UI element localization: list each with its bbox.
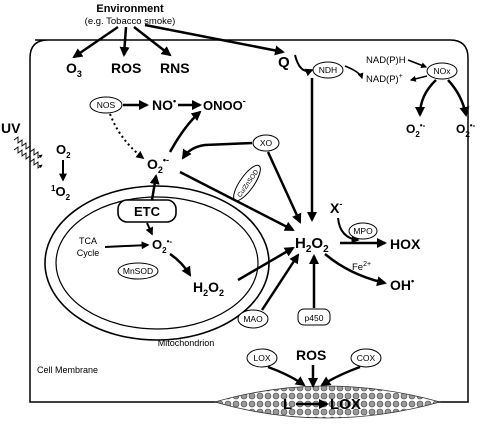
- mao-label: MAO: [243, 314, 263, 324]
- lox-enzyme: [246, 348, 278, 368]
- xo-to-h2o2-arrow: [266, 151, 302, 224]
- uv-wave-2: [13, 146, 43, 169]
- mito-h2o2: H2O2: [193, 279, 224, 298]
- env-arrow-q: [144, 23, 285, 56]
- halide-ion: X-: [330, 199, 342, 216]
- peroxynitrite: ONOO-: [203, 96, 246, 113]
- etc-label: ETC: [134, 204, 161, 219]
- ferrous-iron: Fe2+: [352, 261, 371, 273]
- etc-to-mito-superoxide-arrow: [145, 222, 153, 236]
- nadph-nadp-arrow: [344, 65, 364, 80]
- uv-oxygen: O2: [56, 142, 71, 160]
- cox-enzyme: [350, 348, 382, 368]
- environment-subtitle: (e.g. Tobacco smoke): [85, 16, 176, 27]
- h2o2-to-oh-arrow: [324, 253, 387, 287]
- q-ndh-loop: [294, 54, 314, 77]
- hydroxyl-radical: OH•: [390, 276, 414, 293]
- nadph-to-nox-arrow: [407, 59, 428, 69]
- lox-to-reaction-arrow: [267, 365, 306, 387]
- ndh-enzyme: [312, 61, 344, 79]
- mito-superoxide: O2•-: [152, 237, 172, 255]
- uv-label: UV: [1, 120, 21, 136]
- nitric-oxide: NO•: [152, 96, 176, 113]
- singlet-oxygen: 1O2: [51, 184, 71, 202]
- mao-enzyme: [237, 309, 269, 329]
- xo-to-superoxide-arrow: [181, 141, 253, 160]
- tca-label: TCA: [79, 236, 97, 246]
- cell-membrane-label: Cell Membrane: [37, 365, 98, 375]
- etc-box: [117, 199, 177, 223]
- rns-env-label: RNS: [160, 60, 190, 76]
- nos-to-superoxide-dotted: [109, 113, 145, 159]
- environment-title: Environment: [96, 3, 164, 15]
- env-arrow-ros: [119, 26, 130, 57]
- halide-to-hox-arrow: [337, 217, 360, 244]
- mpo-enzyme: [348, 222, 378, 240]
- nox-superoxide-left: O2•-: [406, 121, 426, 139]
- mpo-label: MPO: [353, 226, 373, 236]
- superoxide-to-onoo-arrow: [168, 110, 202, 153]
- superoxide-to-h2o2-arrow: [179, 170, 295, 232]
- central-superoxide: O2•-: [147, 155, 169, 175]
- mito-superoxide-to-h2o2-arrow: [169, 252, 192, 277]
- nadp-label: NAD(P)+: [366, 73, 403, 85]
- mnsod-enzyme: [117, 262, 159, 280]
- ozone-label: O3: [66, 60, 82, 79]
- ros-env-label: ROS: [111, 60, 141, 76]
- mitochondrion-label: Mitochondrion: [158, 338, 215, 348]
- lox-label: LOX: [253, 353, 270, 363]
- lipid-l-label: L: [283, 396, 292, 413]
- p450-label: p450: [305, 313, 324, 323]
- cell-outline: [29, 39, 469, 385]
- env-arrow-rns: [133, 26, 172, 57]
- nadph-label: NAD(P)H: [366, 55, 406, 66]
- nox-to-nadp-arrow: [409, 75, 428, 82]
- nox-superoxide-right: O2•-: [456, 121, 476, 139]
- etc-to-superoxide-arrow: [149, 174, 160, 201]
- mitochondrion-inner: [55, 196, 259, 330]
- p450-box: [297, 308, 331, 326]
- hypohalous-acid: HOX: [390, 236, 421, 252]
- cox-label: COX: [357, 353, 376, 363]
- nox-label: NOx: [434, 66, 452, 76]
- nos-label: NOS: [97, 100, 116, 110]
- nos-enzyme: [89, 96, 123, 114]
- mito-h2o2-to-h2o2-arrow: [237, 246, 295, 282]
- cycle-label: Cycle: [77, 248, 100, 258]
- main-h2o2: H2O2: [295, 235, 329, 255]
- lipid-bilayer-membrane: [213, 385, 442, 419]
- tca-to-superoxide-arrow: [104, 241, 150, 250]
- cox-to-reaction-arrow: [320, 365, 361, 387]
- uv-wave-1: [13, 136, 43, 159]
- lox-product-label: LOX: [330, 396, 361, 413]
- quinone-label: Q: [278, 54, 290, 71]
- xo-label: XO: [260, 138, 273, 148]
- cell-outline-bottom: [29, 385, 469, 403]
- nox-arrow-left: [415, 79, 437, 117]
- mnsod-label: MnSOD: [123, 266, 153, 276]
- xo-enzyme: [252, 134, 280, 152]
- mao-to-h2o2-arrow: [260, 253, 300, 311]
- env-arrow-o3: [72, 25, 119, 59]
- ndh-label: NDH: [319, 65, 337, 75]
- nox-enzyme: [426, 62, 458, 80]
- nox-arrow-right: [447, 79, 470, 117]
- ros-membrane-label: ROS: [296, 347, 326, 363]
